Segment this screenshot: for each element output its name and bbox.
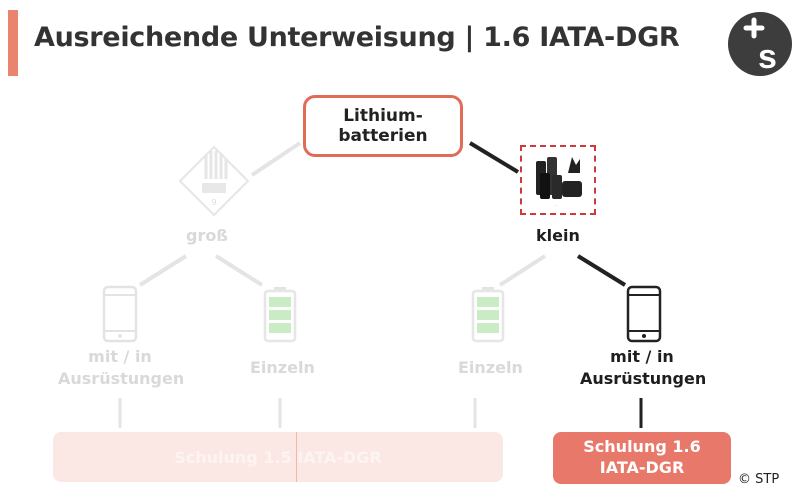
page-title: Ausreichende Unterweisung | 1.6 IATA-DGR xyxy=(34,22,680,53)
svg-text:s: s xyxy=(758,38,777,76)
branch-label-gross: groß xyxy=(186,226,228,245)
leaf-label-mit-in-ausruestungen-left: mit / in Ausrüstungen xyxy=(58,347,185,388)
battery-icon xyxy=(470,285,506,347)
svg-text:·: · xyxy=(555,203,556,208)
center-divider xyxy=(296,432,297,482)
lithium-batteries-node: Lithium- batterien xyxy=(303,95,463,157)
lithium-battery-mark-icon: · xyxy=(520,145,596,215)
battery-icon xyxy=(262,285,298,347)
root-label-line1: Lithium- xyxy=(343,105,423,126)
svg-text:9: 9 xyxy=(211,198,216,207)
class-9-hazard-diamond-icon: 9 xyxy=(178,145,250,217)
copyright-notice: © STP xyxy=(738,472,780,487)
branch-label-klein: klein xyxy=(536,226,580,245)
smartphone-icon xyxy=(102,285,138,347)
leaf-label-mit-in-ausruestungen-right: mit / in Ausrüstungen xyxy=(580,347,707,388)
root-label-line2: batterien xyxy=(338,126,428,146)
leaf-label-einzeln-left: Einzeln xyxy=(250,358,315,377)
stp-logo: s xyxy=(728,12,792,76)
training-1-6-box: Schulung 1.6 IATA-DGR xyxy=(553,432,731,484)
title-accent-bar xyxy=(8,10,18,76)
training-1-5-box: Schulung 1.5 IATA-DGR xyxy=(53,432,503,482)
leaf-label-einzeln-right: Einzeln xyxy=(458,358,523,377)
smartphone-icon xyxy=(626,285,662,347)
